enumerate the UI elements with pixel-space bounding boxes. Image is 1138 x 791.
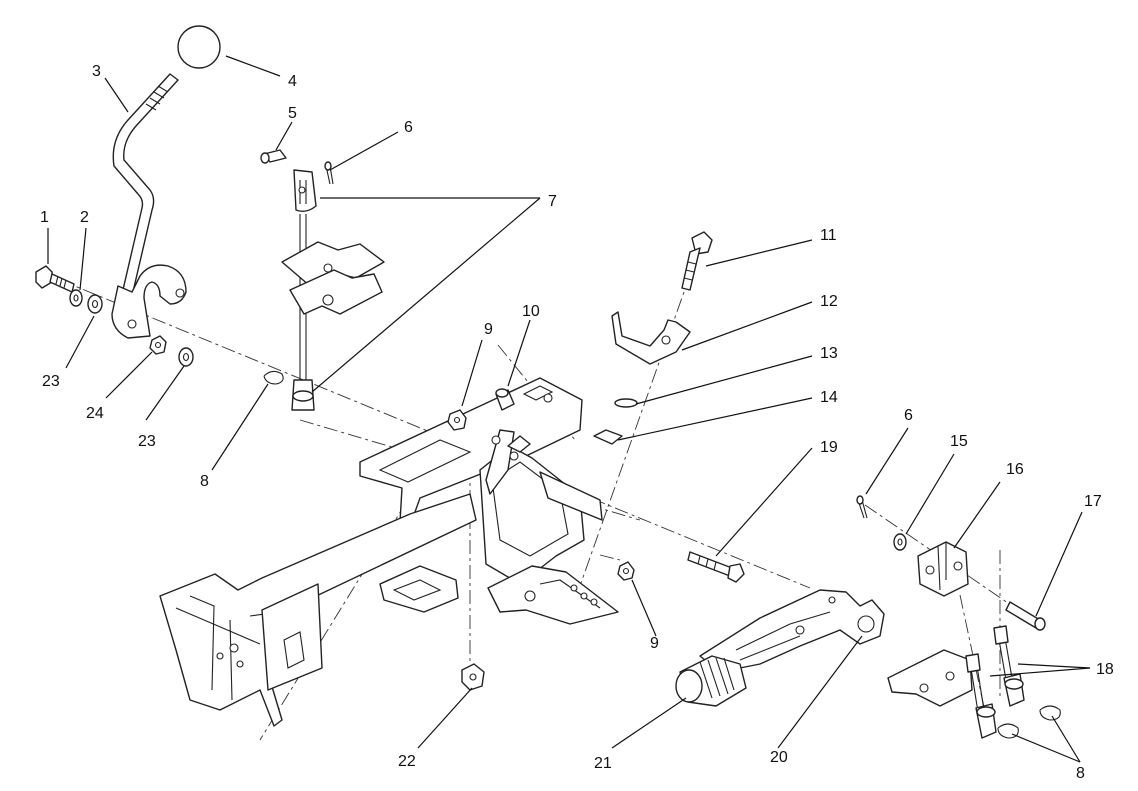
callout-label: 3 — [92, 63, 101, 80]
callout-label: 13 — [820, 345, 838, 362]
callout-label: 9 — [650, 635, 659, 652]
bolt-11 — [681, 231, 713, 291]
nut-9-lower — [617, 561, 635, 581]
callout-label: 22 — [398, 753, 416, 770]
callout-label: 12 — [820, 293, 838, 310]
bracket-12 — [611, 311, 691, 365]
washer-23-left — [87, 294, 103, 314]
clevis-7-top — [293, 169, 317, 213]
clevis-16 — [917, 541, 969, 597]
callout-label: 5 — [288, 105, 297, 122]
lever-20 — [699, 589, 885, 673]
callout-label: 20 — [770, 749, 788, 766]
callout-label: 23 — [42, 373, 60, 390]
callout-label: 9 — [484, 321, 493, 338]
callout-label: 14 — [820, 389, 838, 406]
cable-ends-18 — [965, 625, 1025, 739]
callout-label: 10 — [522, 303, 540, 320]
clip-8-left — [263, 370, 284, 385]
callout-label: 4 — [288, 73, 297, 90]
washer-13 — [614, 398, 638, 408]
shift-lever — [111, 73, 187, 339]
bolt-1 — [35, 265, 75, 293]
washer-15 — [893, 533, 907, 551]
callout-label: 2 — [80, 209, 89, 226]
callout-label: 6 — [904, 407, 913, 424]
cable-plate — [887, 649, 973, 707]
callout-label: 23 — [138, 433, 156, 450]
clevis-pin-17 — [1005, 601, 1046, 631]
grip-21 — [675, 655, 747, 707]
callout-label: 16 — [1006, 461, 1024, 478]
cotter-pin-6-right — [856, 495, 868, 519]
nut-9-upper — [447, 409, 467, 431]
callout-label: 1 — [40, 209, 49, 226]
callout-label: 7 — [548, 193, 557, 210]
nut-24 — [149, 335, 167, 355]
shift-knob — [177, 25, 221, 69]
shift-rod — [291, 214, 315, 411]
spacer-10 — [495, 388, 515, 411]
shift-plates — [281, 241, 385, 315]
callout-label: 24 — [86, 405, 104, 422]
callout-label: 19 — [820, 439, 838, 456]
clevis-pin-5 — [260, 149, 287, 164]
callout-label: 21 — [594, 755, 612, 772]
washer-23-right — [178, 347, 194, 367]
washer-14 — [593, 429, 623, 445]
clips-8-right — [997, 705, 1061, 739]
callout-label: 11 — [820, 227, 837, 244]
nut-22 — [461, 663, 485, 691]
bolt-19 — [687, 551, 745, 583]
washer-2 — [69, 289, 83, 307]
main-frame-assembly — [159, 377, 619, 727]
callout-label: 18 — [1096, 661, 1114, 678]
callout-labels: 1 2 3 4 5 6 7 8 9 9 10 11 12 13 14 6 15 … — [40, 63, 1114, 782]
callout-label: 8 — [1076, 765, 1085, 782]
callout-label: 8 — [200, 473, 209, 490]
cotter-pin-6-top — [324, 161, 334, 185]
leader-lines — [47, 55, 1091, 763]
callout-label: 15 — [950, 433, 968, 450]
callout-label: 6 — [404, 119, 413, 136]
callout-label: 17 — [1084, 493, 1102, 510]
